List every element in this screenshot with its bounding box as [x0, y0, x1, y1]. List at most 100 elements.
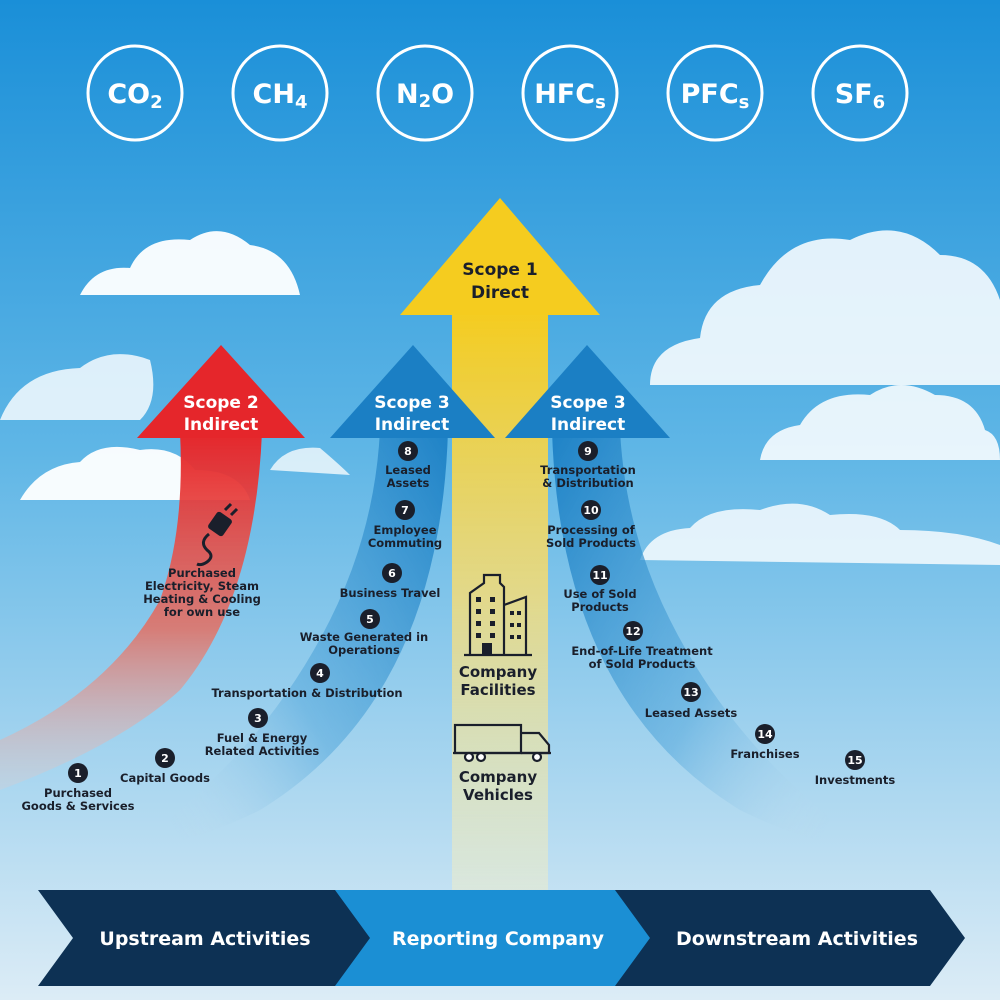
scope1-title: Scope 1 — [462, 260, 537, 280]
item-number: 8 — [404, 445, 412, 458]
item-label-line: Products — [571, 600, 629, 614]
gas-circle-1: CO2 — [86, 44, 184, 142]
item-number-badge — [590, 565, 610, 585]
item-number-badge — [382, 563, 402, 583]
item-number: 13 — [683, 686, 698, 699]
banner-downstream — [615, 890, 965, 986]
item-number: 7 — [401, 504, 409, 517]
item-label-line: Employee — [373, 523, 436, 537]
item-number: 9 — [584, 445, 592, 458]
company-facilities-label-line2: Facilities — [460, 681, 535, 699]
banner-downstream-label: Downstream Activities — [676, 928, 918, 950]
scope3-upstream-flow — [120, 430, 448, 855]
truck-icon — [453, 723, 551, 763]
item-label-line: Business Travel — [340, 586, 441, 600]
company-facilities-label-line1: Company — [459, 663, 537, 681]
scope3-downstream-arrowhead — [505, 345, 670, 438]
item-label-line: Related Activities — [205, 744, 320, 758]
scope3-downstream-flow — [552, 430, 880, 855]
gas-circle-4: HFCs — [521, 44, 619, 142]
gas-formula: SF6 — [835, 79, 885, 113]
item-label-line: Transportation & Distribution — [211, 686, 402, 700]
item-label-line: Leased — [385, 463, 431, 477]
scope3-downstream-subtitle: Indirect — [551, 415, 626, 435]
item-number-badge — [68, 763, 88, 783]
gas-circle-6: SF6 — [811, 44, 909, 142]
scope3-upstream-subtitle: Indirect — [375, 415, 450, 435]
item-number-badge — [681, 682, 701, 702]
scope1-arrowhead — [400, 198, 600, 315]
scope2-title: Scope 2 — [183, 393, 258, 413]
gas-formula: CH4 — [253, 79, 308, 113]
item-label-line: Operations — [328, 643, 400, 657]
item-number-badge — [395, 500, 415, 520]
item-number-badge — [155, 748, 175, 768]
item-label-line: Sold Products — [546, 536, 636, 550]
scope2-item-label-line: Heating & Cooling — [143, 592, 261, 606]
item-label-line: Transportation — [540, 463, 636, 477]
scope2-item-label-line: Electricity, Steam — [145, 579, 259, 593]
item-label-line: of Sold Products — [589, 657, 696, 671]
scope1-subtitle: Direct — [471, 283, 529, 303]
item-label-line: Purchased — [44, 786, 112, 800]
activity-banner: Upstream Activities Reporting Company Do… — [38, 890, 965, 986]
gas-circle-ring — [811, 44, 909, 142]
item-number-badge — [360, 609, 380, 629]
item-label-line: Investments — [815, 773, 896, 787]
item-number: 12 — [625, 625, 640, 638]
item-number-badge — [845, 750, 865, 770]
gas-circle-ring — [231, 44, 329, 142]
gas-circle-2: CH4 — [231, 44, 329, 142]
item-label-line: Leased Assets — [645, 706, 738, 720]
scope2-item-label-line: for own use — [164, 605, 240, 619]
item-label-line: Use of Sold — [563, 587, 636, 601]
gas-formula: HFCs — [534, 79, 606, 113]
gas-circle-ring — [86, 44, 184, 142]
item-label-line: Goods & Services — [21, 799, 134, 813]
banner-upstream-label: Upstream Activities — [99, 928, 310, 950]
item-number: 2 — [161, 752, 169, 765]
item-number-badge — [310, 663, 330, 683]
item-number: 14 — [757, 728, 773, 741]
gas-formula: PFCs — [681, 79, 750, 113]
item-number: 4 — [316, 667, 324, 680]
item-number-badge — [248, 708, 268, 728]
item-number: 3 — [254, 712, 262, 725]
item-number: 11 — [592, 569, 607, 582]
item-number-badge — [398, 441, 418, 461]
item-number-badge — [623, 621, 643, 641]
plug-icon — [196, 502, 239, 567]
item-label-line: Assets — [387, 476, 430, 490]
item-label-line: Franchises — [730, 747, 799, 761]
company-vehicles-label-line2: Vehicles — [463, 786, 533, 804]
gas-circle-5: PFCs — [666, 44, 764, 142]
scope3-upstream-title: Scope 3 — [374, 393, 449, 413]
item-number: 10 — [583, 504, 599, 517]
gas-circle-3: N2O — [376, 44, 474, 142]
item-label-line: Commuting — [368, 536, 442, 550]
item-number: 15 — [847, 754, 862, 767]
scope2-flow — [0, 432, 262, 790]
gas-row: CO2 CH4 N2O HFCs PFCs SF6 — [86, 44, 909, 142]
item-label-line: Fuel & Energy — [217, 731, 308, 745]
item-label-line: Capital Goods — [120, 771, 210, 785]
gas-circle-ring — [666, 44, 764, 142]
item-number-badge — [581, 500, 601, 520]
gas-circle-ring — [376, 44, 474, 142]
item-number-badge — [578, 441, 598, 461]
gas-formula: CO2 — [107, 79, 162, 113]
scope2-item-label-line: Purchased — [168, 566, 236, 580]
banner-reporting-label: Reporting Company — [392, 928, 605, 950]
scope1-flow — [452, 310, 548, 890]
